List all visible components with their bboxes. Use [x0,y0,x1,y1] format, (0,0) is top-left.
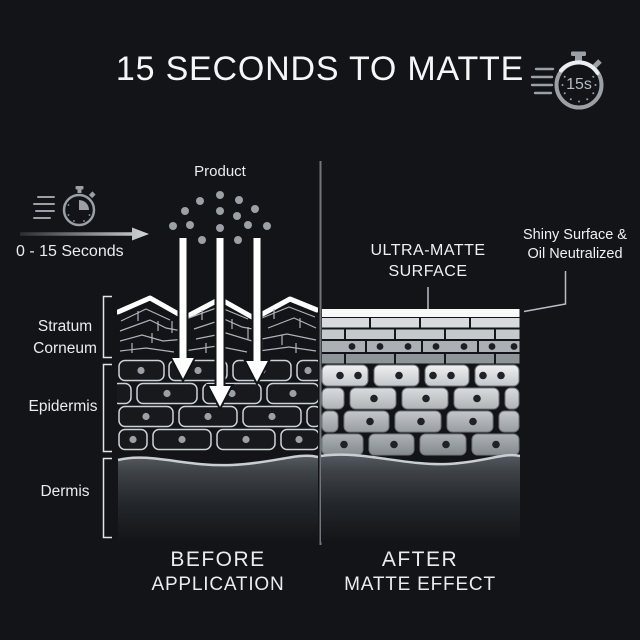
shiny-line1: Shiny Surface & [523,227,627,243]
layer-label-stratum-corneum: Stratum Corneum [26,316,104,360]
shiny-line2: Oil Neutralized [527,246,623,262]
stopwatch-time-value: 15s [566,76,592,93]
page-title: 15 SECONDS TO MATTE [115,50,525,88]
after-skin-diagram [321,309,520,542]
before-caption: BEFORE APPLICATION [126,546,310,597]
duration-arrow [20,227,149,241]
layer-brackets [102,295,112,539]
before-skin-diagram [117,295,318,542]
product-label: Product [194,163,246,180]
product-droplets [169,191,271,244]
shiny-surface-label: Shiny Surface & Oil Neutralized [508,226,640,264]
before-caption-line1: BEFORE [170,548,266,571]
speed-timer-icon [33,186,96,227]
layer-label-dermis: Dermis [40,483,90,500]
stratum-line2: Corneum [33,340,97,357]
before-caption-line2: APPLICATION [151,574,285,595]
after-caption-line2: MATTE EFFECT [344,574,496,595]
stopwatch-15s-icon [530,51,604,110]
after-caption: AFTER MATTE EFFECT [328,546,512,597]
after-caption-line1: AFTER [381,548,459,571]
stratum-line1: Stratum [37,318,93,335]
down-arrows-icon [168,236,272,412]
ultra-matte-line2: SURFACE [388,263,468,280]
ultra-matte-surface-label: ULTRA-MATTE SURFACE [357,240,499,282]
ultra-matte-line1: ULTRA-MATTE [370,242,486,259]
duration-label: 0 - 15 Seconds [16,243,124,260]
layer-label-epidermis: Epidermis [28,398,98,415]
shiny-surface-leader-line [523,271,567,313]
